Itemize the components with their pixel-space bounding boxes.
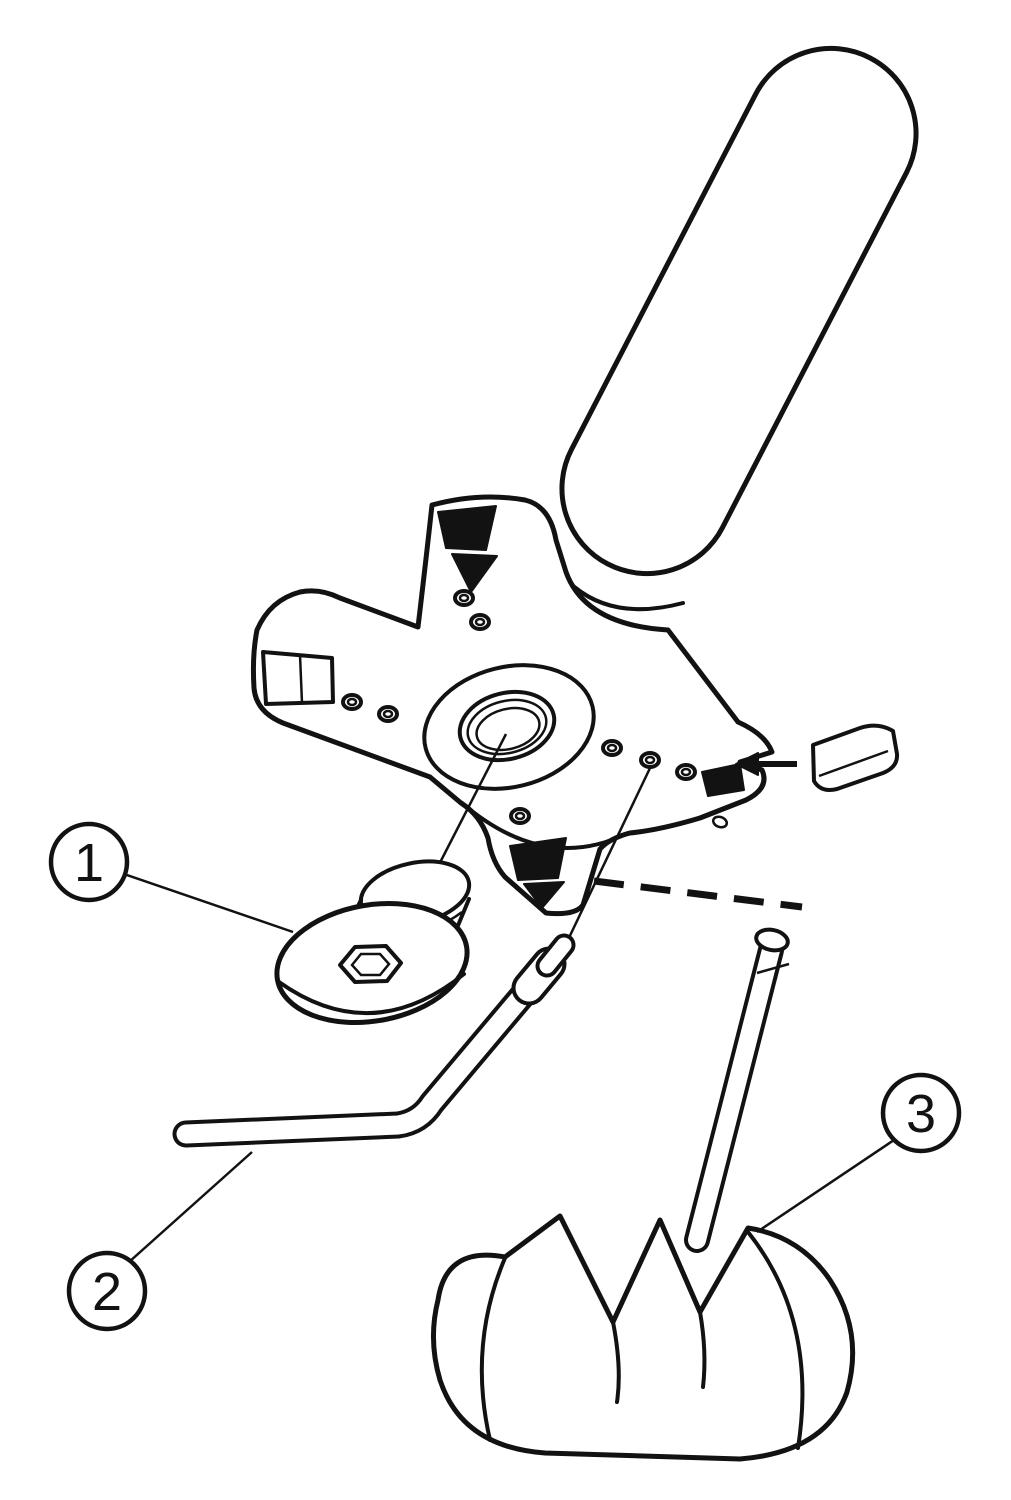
plug-screw bbox=[274, 859, 472, 1026]
cutter-head bbox=[431, 1213, 856, 1462]
straight-key-body bbox=[688, 941, 780, 1249]
leader-line-3 bbox=[756, 1138, 895, 1234]
leader-line-1 bbox=[123, 872, 294, 934]
screw bbox=[341, 693, 363, 711]
dashed-alignment-line bbox=[593, 877, 803, 911]
tooth-gullet-1 bbox=[611, 1320, 621, 1404]
leader-line-2 bbox=[128, 1151, 253, 1263]
l-hex-key bbox=[172, 933, 576, 1148]
hex-socket-outer bbox=[338, 944, 403, 984]
insert-pocket-seat bbox=[701, 763, 745, 797]
wedge-bottom-1 bbox=[509, 837, 567, 881]
screw-slot bbox=[458, 593, 470, 603]
l-key-tip bbox=[539, 937, 572, 974]
straight-key-collar-line bbox=[756, 962, 790, 975]
hex-socket-inner bbox=[350, 952, 391, 977]
l-key-body bbox=[176, 973, 543, 1144]
shank-body bbox=[559, 45, 919, 577]
wedge-bottom-2 bbox=[523, 881, 565, 909]
straight-key bbox=[684, 927, 790, 1253]
wedge-top-2 bbox=[451, 553, 498, 593]
callout-1: 1 bbox=[48, 821, 294, 934]
wedge-top-1 bbox=[437, 505, 497, 551]
callout-1-label: 1 bbox=[74, 833, 104, 893]
left-insert-edge bbox=[298, 654, 304, 704]
callout-2-label: 2 bbox=[92, 1262, 122, 1322]
screw-slot bbox=[346, 697, 358, 707]
screw-slot bbox=[382, 709, 394, 719]
screw-slot bbox=[644, 755, 656, 765]
plug-flange-rim bbox=[277, 972, 466, 1016]
callout-3: 3 bbox=[756, 1072, 962, 1234]
mount-screws bbox=[341, 589, 697, 825]
milling-cutter-flange bbox=[250, 494, 775, 917]
insert-and-arrow bbox=[735, 723, 900, 792]
cutting-insert bbox=[811, 723, 900, 792]
left-insert-face bbox=[261, 650, 335, 706]
callout-3-label: 3 bbox=[906, 1084, 936, 1144]
callout-2: 2 bbox=[66, 1151, 253, 1332]
screw-slot bbox=[606, 743, 618, 753]
clamp-wedges bbox=[437, 505, 745, 909]
seated-insert-left bbox=[261, 650, 335, 706]
tool-holder-shank bbox=[531, 45, 919, 612]
callout-3-circle bbox=[880, 1072, 962, 1154]
screw bbox=[453, 589, 475, 607]
screw-slot bbox=[514, 811, 526, 821]
cutter-head-end-cap bbox=[746, 1230, 805, 1450]
screw-slot bbox=[474, 617, 486, 627]
callout-1-circle bbox=[48, 821, 130, 903]
screw bbox=[675, 763, 697, 781]
bore-thread-1 bbox=[466, 698, 548, 756]
callout-2-circle bbox=[66, 1250, 148, 1332]
cutter-head-left-edge bbox=[479, 1256, 507, 1442]
screw bbox=[639, 751, 661, 769]
screw bbox=[509, 807, 531, 825]
cutter-head-outline bbox=[431, 1213, 856, 1462]
insert-face-edge bbox=[818, 749, 889, 778]
tooth-gullet-2 bbox=[698, 1310, 707, 1389]
screw bbox=[601, 739, 623, 757]
bore-thread-2 bbox=[475, 706, 541, 752]
insert-arrow-head bbox=[735, 752, 759, 776]
screw bbox=[377, 705, 399, 723]
straight-key-head bbox=[754, 927, 790, 953]
screw bbox=[469, 613, 491, 631]
lug-hole bbox=[711, 815, 729, 829]
screw-slot bbox=[680, 767, 692, 777]
screw-to-key-line bbox=[564, 765, 653, 945]
